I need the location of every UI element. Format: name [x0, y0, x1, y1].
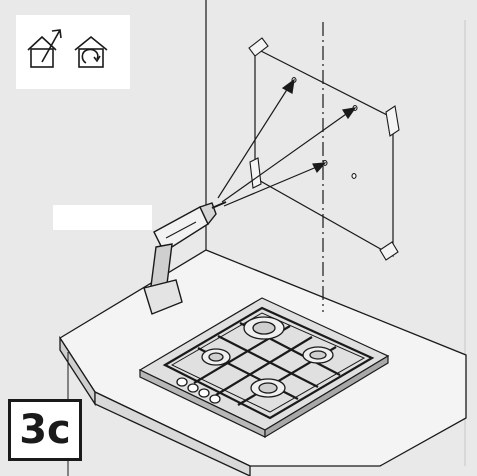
- blank-label-box: [53, 205, 152, 230]
- step-number-badge: 3c: [8, 399, 82, 461]
- drill-bit: [211, 201, 227, 209]
- mode-icons: [27, 29, 108, 68]
- drill-chuck: [199, 202, 217, 226]
- installation-mode-panel: [16, 15, 130, 89]
- drill-battery: [143, 279, 183, 315]
- hob-right-edge: [264, 354, 389, 439]
- worktop-front-face: [94, 390, 251, 476]
- template-sheet: [254, 47, 394, 258]
- control-knobs: [176, 377, 221, 404]
- electric-drill: [143, 201, 227, 315]
- gas-hob: [138, 297, 390, 439]
- tape-strips: [248, 37, 400, 261]
- drilling-template: [248, 37, 400, 261]
- burners: [201, 316, 334, 398]
- recirculation-icon: [74, 35, 108, 68]
- extraction-to-outside-icon: [27, 29, 62, 68]
- direction-arrows: [217, 78, 357, 207]
